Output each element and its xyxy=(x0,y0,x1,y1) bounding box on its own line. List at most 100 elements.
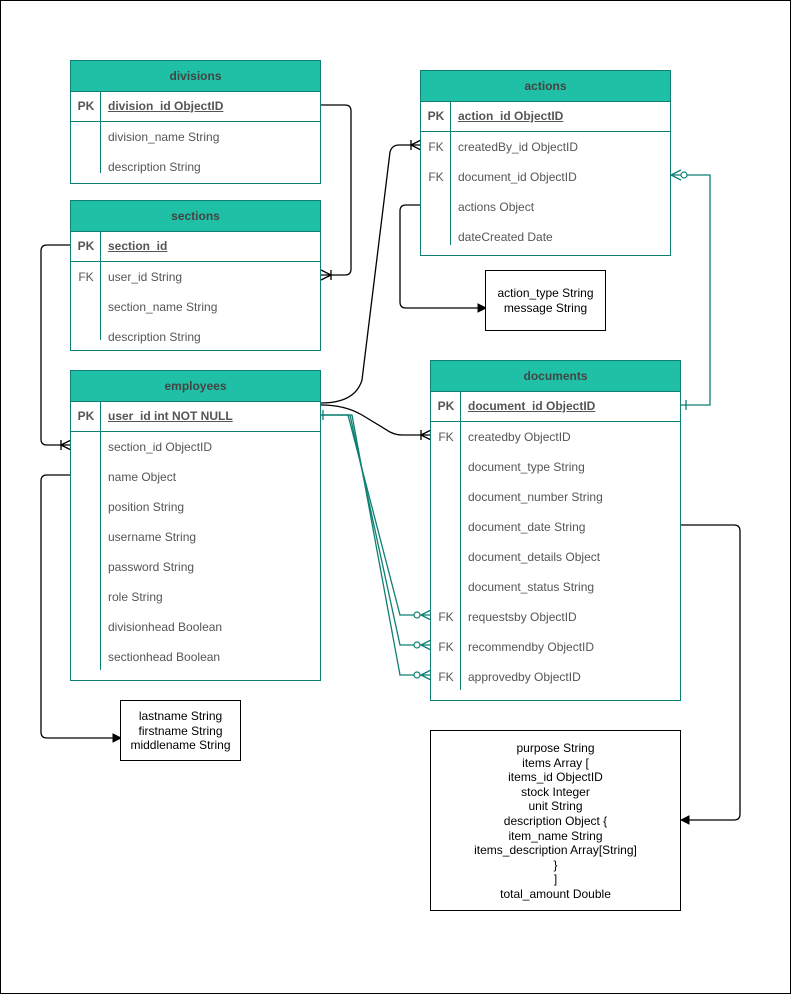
field-label: division_id ObjectID xyxy=(108,99,224,113)
table-title: actions xyxy=(421,71,670,102)
table-row[interactable]: sectionhead Boolean xyxy=(71,642,320,672)
table-row[interactable]: section_id ObjectID xyxy=(71,432,320,462)
crowfoot-actions-created xyxy=(409,139,422,151)
rel-sections-employees xyxy=(40,244,71,446)
key-column-divider xyxy=(100,402,101,670)
table-row[interactable]: PK division_id ObjectID xyxy=(71,92,320,122)
rel-name-note xyxy=(40,474,116,739)
table-row[interactable]: actions Object xyxy=(421,192,670,222)
table-row[interactable]: FK requestsby ObjectID xyxy=(431,602,680,632)
table-row[interactable]: dateCreated Date xyxy=(421,222,670,252)
note-line: message String xyxy=(503,300,588,315)
table-row[interactable]: divisionhead Boolean xyxy=(71,612,320,642)
table-row[interactable]: FK createdBy_id ObjectID xyxy=(421,132,670,162)
table-row[interactable]: document_type String xyxy=(431,452,680,482)
note-line: purpose String xyxy=(516,741,595,755)
table-row[interactable]: username String xyxy=(71,522,320,552)
note-line: lastname String xyxy=(138,709,223,723)
table-row[interactable]: PK document_id ObjectID xyxy=(431,392,680,422)
table-row[interactable]: document_details Object xyxy=(431,542,680,572)
table-row[interactable]: PK section_id xyxy=(71,232,320,262)
note-line: item_name String xyxy=(508,828,603,843)
table-row[interactable]: FK document_id ObjectID xyxy=(421,162,670,192)
rel-employees-approvedby xyxy=(321,414,431,676)
table-title: documents xyxy=(431,361,680,392)
field-label: requestsby ObjectID xyxy=(468,610,577,624)
field-label: section_id xyxy=(108,239,168,253)
rel-details-note xyxy=(681,524,741,821)
rel-employees-recommendby xyxy=(321,414,431,646)
table-row[interactable]: division_name String xyxy=(71,122,320,152)
field-label: user_id String xyxy=(108,270,183,284)
crowfoot-actions-document xyxy=(669,169,682,181)
table-row[interactable]: document_status String xyxy=(431,572,680,602)
field-label: recommendby ObjectID xyxy=(468,640,595,654)
field-label: sectionhead Boolean xyxy=(108,650,221,664)
note-line: unit String xyxy=(528,799,583,814)
field-label: document_status String xyxy=(468,580,595,594)
field-label: createdby ObjectID xyxy=(468,430,571,444)
table-title: employees xyxy=(71,371,320,402)
rel-employees-documents xyxy=(320,404,431,436)
note-line: total_amount Double xyxy=(500,886,611,901)
key-label: PK xyxy=(77,239,95,253)
field-label: approvedby ObjectID xyxy=(468,670,581,684)
key-label: PK xyxy=(427,109,445,123)
note-line: items_id ObjectID xyxy=(508,770,603,785)
arrow-details-note xyxy=(679,815,690,825)
rel-employees-requestsby xyxy=(321,414,431,616)
field-label: role String xyxy=(108,590,163,604)
key-label: FK xyxy=(78,270,94,284)
key-label: PK xyxy=(77,99,95,113)
table-row[interactable]: password String xyxy=(71,552,320,582)
field-label: actions Object xyxy=(458,200,535,214)
field-label: document_id ObjectID xyxy=(458,170,577,184)
arrow-actions-note xyxy=(477,303,488,313)
field-label: name Object xyxy=(108,470,177,484)
field-label: document_date String xyxy=(468,520,586,534)
key-label: FK xyxy=(428,140,444,154)
field-label: document_id ObjectID xyxy=(468,399,596,413)
table-row[interactable]: description String xyxy=(71,322,320,352)
key-label: PK xyxy=(437,399,455,413)
note-line: items_description Array[String] xyxy=(474,843,637,858)
field-label: createdBy_id ObjectID xyxy=(458,140,579,154)
rel-divisions-sections xyxy=(321,104,352,276)
table-row[interactable]: name Object xyxy=(71,462,320,492)
table-row[interactable]: position String xyxy=(71,492,320,522)
crowfoot-documents-created xyxy=(419,429,432,441)
key-column-divider xyxy=(100,92,101,173)
rel-actions-note xyxy=(399,204,481,309)
key-label: FK xyxy=(438,670,454,684)
note-line: firstname String xyxy=(138,723,223,738)
table-row[interactable]: description String xyxy=(71,152,320,182)
table-row[interactable]: PK action_id ObjectID xyxy=(421,102,670,132)
note-line: middlename String xyxy=(130,738,231,753)
field-label: document_type String xyxy=(468,460,585,474)
table-row[interactable]: section_name String xyxy=(71,292,320,322)
key-label: FK xyxy=(428,170,444,184)
key-label: PK xyxy=(77,409,95,423)
table-row[interactable]: role String xyxy=(71,582,320,612)
field-label: division_name String xyxy=(108,130,220,144)
table-row[interactable]: FK user_id String xyxy=(71,262,320,292)
key-label: FK xyxy=(438,610,454,624)
note-line: } xyxy=(553,857,558,872)
field-label: position String xyxy=(108,500,185,514)
table-row[interactable]: FK approvedby ObjectID xyxy=(431,662,680,692)
table-row[interactable]: document_number String xyxy=(431,482,680,512)
table-row[interactable]: document_date String xyxy=(431,512,680,542)
field-label: description String xyxy=(108,330,201,344)
field-label: action_id ObjectID xyxy=(458,109,564,123)
